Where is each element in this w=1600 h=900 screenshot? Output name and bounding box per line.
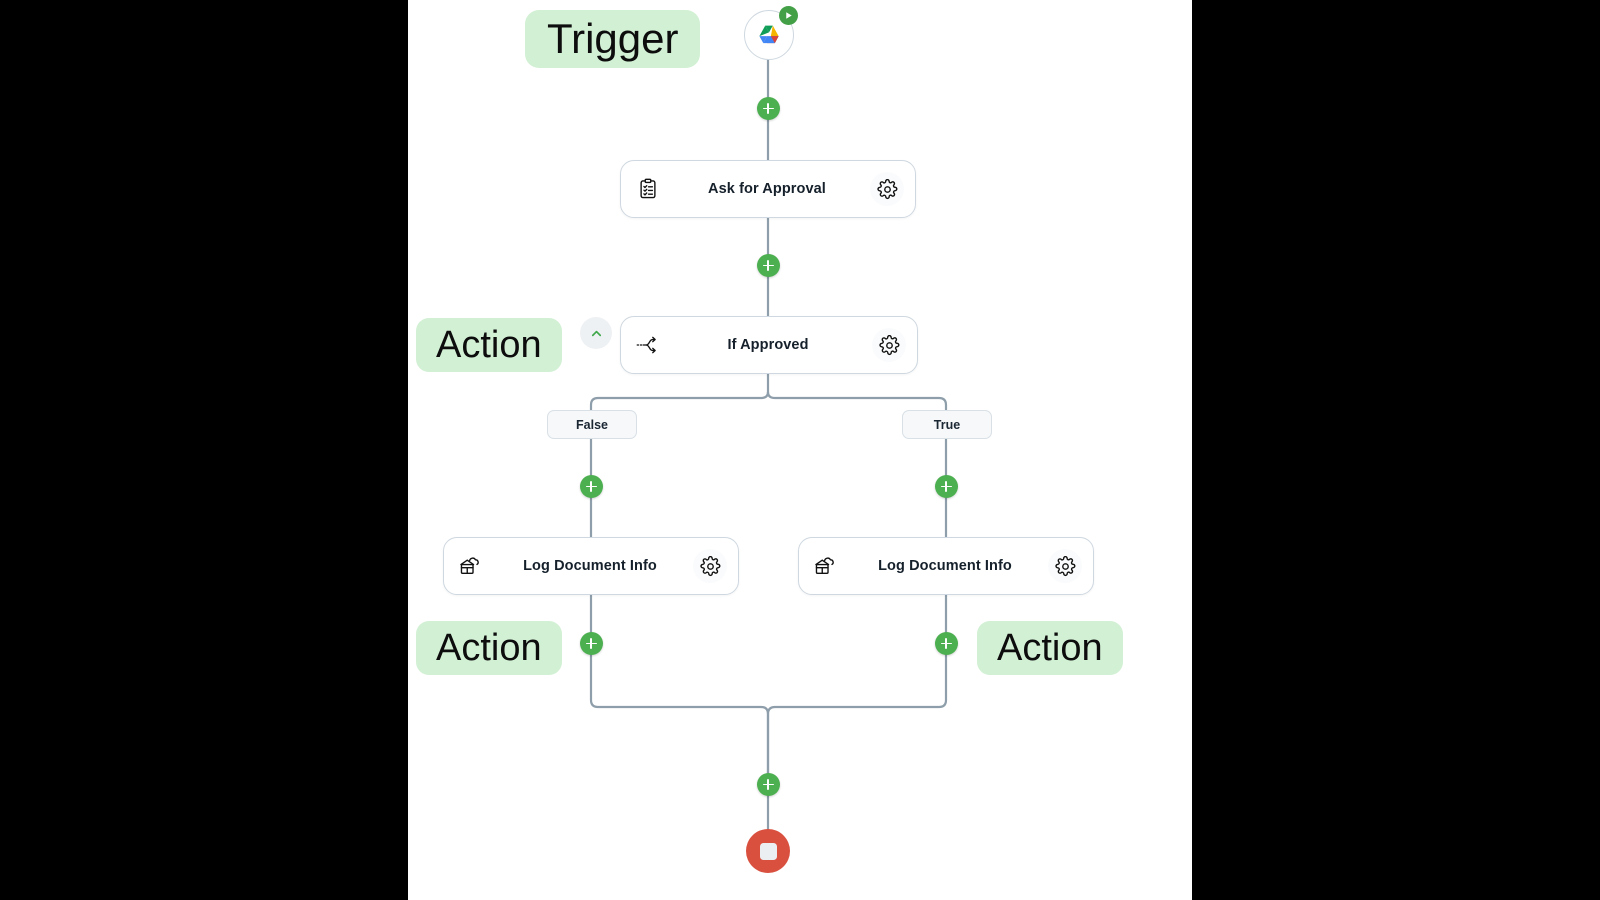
add-step-button-false-after-log[interactable] (579, 632, 603, 655)
play-icon (786, 12, 792, 19)
node-ask-for-approval[interactable]: Ask for Approval (620, 160, 916, 218)
action-annotation-badge-main: Action (416, 318, 562, 372)
action-annotation-badge-true: Action (977, 621, 1123, 675)
trigger-annotation-badge: Trigger (525, 10, 701, 68)
node-log-document-info-false[interactable]: Log Document Info (443, 537, 739, 595)
add-step-button-true-after-log[interactable] (934, 632, 958, 655)
add-step-button-after-approval[interactable] (756, 254, 780, 277)
collapse-branch-button[interactable] (580, 317, 612, 349)
add-step-button-before-end[interactable] (756, 773, 780, 796)
trigger-play-badge[interactable] (779, 6, 798, 25)
connector-lines (589, 58, 948, 831)
node-log-document-info-true[interactable]: Log Document Info (798, 537, 1094, 595)
chevron-up-icon (591, 330, 601, 336)
node-title-log-document-info-true: Log Document Info (878, 558, 1012, 574)
cloud-database-icon (799, 555, 853, 577)
cloud-database-icon (444, 555, 498, 577)
gear-icon[interactable] (1048, 549, 1082, 583)
node-title-if-approved: If Approved (727, 337, 809, 353)
workflow-end-stop-node[interactable] (746, 829, 790, 873)
google-drive-icon (759, 25, 779, 44)
node-if-approved[interactable]: If Approved (620, 316, 918, 374)
node-title-ask-for-approval: Ask for Approval (708, 181, 826, 197)
workflow-canvas[interactable]: Trigger (408, 0, 1192, 900)
clipboard-checklist-icon (621, 178, 675, 200)
node-settings-log-document-info-false[interactable] (682, 549, 738, 583)
gear-icon[interactable] (870, 172, 904, 206)
add-step-button-true-branch[interactable] (934, 475, 958, 498)
node-settings-log-document-info-true[interactable] (1037, 549, 1093, 583)
gear-icon[interactable] (872, 328, 906, 362)
add-step-button-false-branch[interactable] (579, 475, 603, 498)
gear-icon[interactable] (693, 549, 727, 583)
stop-square-icon (759, 842, 777, 860)
node-settings-ask-for-approval[interactable] (859, 172, 915, 206)
branch-split-icon (621, 335, 675, 355)
add-step-button-after-trigger[interactable] (756, 97, 780, 120)
node-title-log-document-info-false: Log Document Info (523, 558, 657, 574)
action-annotation-badge-false: Action (416, 621, 562, 675)
branch-label-true[interactable]: True (902, 410, 992, 439)
branch-label-false[interactable]: False (547, 410, 637, 439)
node-settings-if-approved[interactable] (861, 328, 917, 362)
